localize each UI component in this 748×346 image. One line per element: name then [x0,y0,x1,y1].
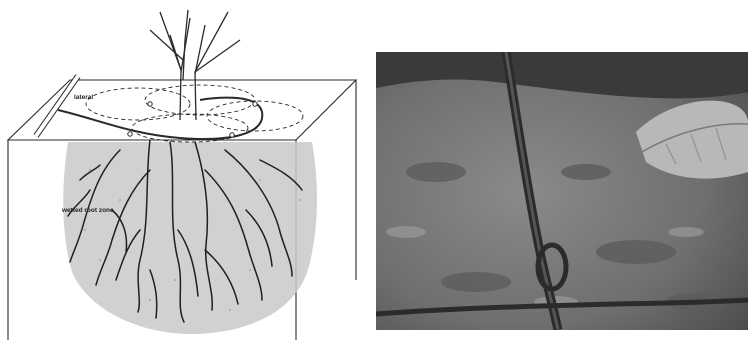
tree-icon [150,10,240,120]
drip-irrigation-diagram: lateral wetted root zone [0,0,362,346]
label-lateral: lateral [74,94,93,101]
photo-illustration [376,52,748,330]
lateral-pipe [36,76,262,139]
drip-line-photo [376,52,748,330]
label-wetted-root-zone: wetted root zone [61,207,114,214]
emitter-icons [128,102,257,137]
wetting-circles [86,85,303,142]
